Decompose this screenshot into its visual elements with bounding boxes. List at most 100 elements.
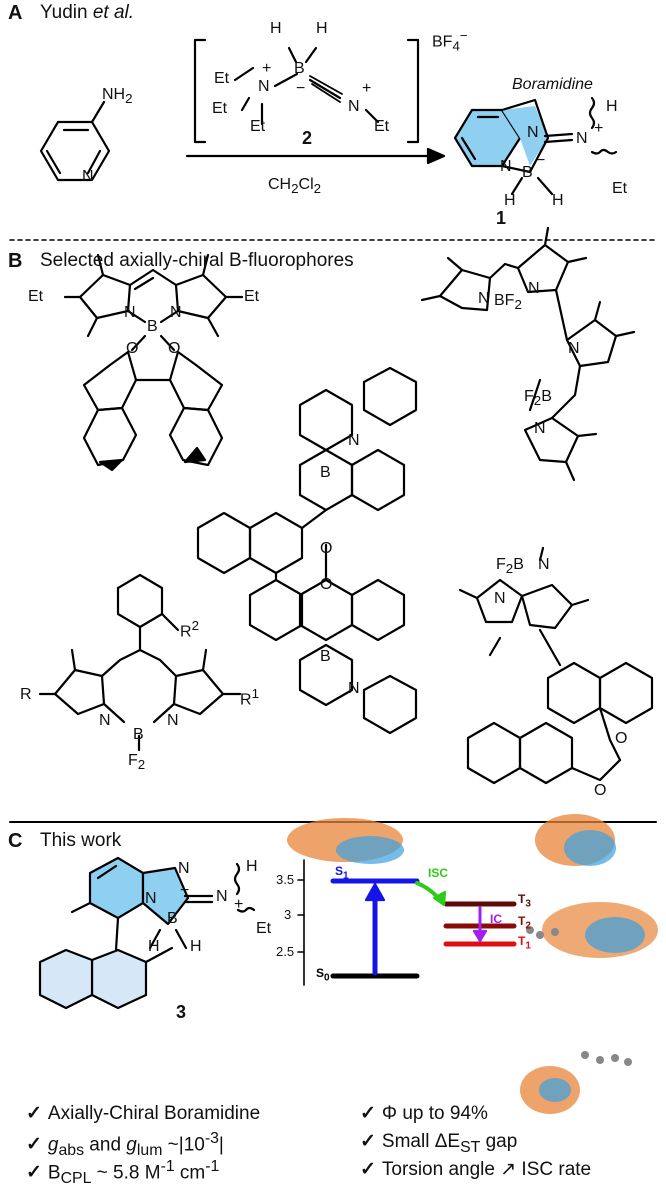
check-icon: ✓ — [360, 1103, 376, 1124]
c3-h-b1: H — [148, 938, 160, 955]
bullet-g-factors: ✓gabs and glum ~|10-3| — [26, 1130, 224, 1160]
product-number: 1 — [496, 208, 507, 228]
reaction-arrow — [185, 147, 446, 165]
ic-label: IC — [490, 912, 502, 926]
dimer-n3: N — [568, 340, 580, 357]
product-b-minus: − — [536, 152, 546, 169]
bullet-quantum-yield: ✓Φ up to 94% — [360, 1103, 488, 1124]
aminopyridine-structure — [39, 100, 111, 182]
tick-2-5: 2.5 — [276, 944, 295, 959]
meso-f2: F2 — [128, 752, 146, 773]
reagent-b-minus: − — [296, 80, 306, 97]
check-icon: ✓ — [26, 1134, 42, 1156]
c3-n-bridge: N — [145, 890, 157, 907]
reagent-number: 2 — [302, 128, 313, 148]
binol-et-right: Et — [244, 288, 260, 305]
dimer-f2b: F2B — [524, 388, 552, 409]
bodipy-binol-structure — [63, 253, 244, 472]
c3-n-ring: N — [178, 860, 190, 877]
orbital-renders — [287, 814, 658, 1114]
binaph-f2b: F2B — [496, 556, 524, 577]
bullet-torsion: ✓Torsion angle ↗ ISC rate — [360, 1159, 592, 1180]
product-et: Et — [612, 180, 628, 197]
t3-label: T3 — [518, 892, 531, 910]
c3-n-exo: N — [216, 888, 228, 905]
dimer-n2: N — [528, 280, 540, 297]
helicene-o-bottom: O — [320, 576, 333, 593]
product-n-exo: N — [576, 130, 588, 147]
binaph-o2: O — [594, 782, 607, 799]
solvent: CH2Cl2 — [268, 176, 322, 197]
isc-label: ISC — [428, 866, 449, 880]
meso-n-left: N — [99, 712, 111, 729]
panel-a-heading: Yudin et al. — [40, 2, 134, 24]
bullet-delta-est: ✓Small ΔEST gap — [360, 1131, 518, 1156]
bullet-axially-chiral: ✓Axially-Chiral Boramidine — [26, 1103, 261, 1124]
counterion: BF4− — [432, 28, 468, 54]
dimer-n1: N — [478, 290, 490, 307]
helicene-n-bottom: N — [348, 680, 360, 697]
nh2-label: NH2 — [102, 86, 133, 107]
reagent-h2: H — [316, 20, 328, 37]
reagent-n-plus: + — [262, 60, 272, 77]
c3-n-plus: + — [234, 896, 244, 913]
binaph-n2: N — [494, 590, 506, 607]
binol-o-right: O — [168, 340, 181, 357]
panel-c-heading: This work — [40, 830, 122, 851]
reagent-n2-plus: + — [362, 80, 372, 97]
meso-r: R — [20, 686, 32, 703]
jablonski-diagram — [297, 859, 517, 986]
dimer-bf2: BF2 — [494, 292, 522, 313]
meso-n-right: N — [167, 712, 179, 729]
reagent-n: N — [258, 78, 270, 95]
binol-n-left: N — [124, 304, 136, 321]
binaph-o1: O — [615, 730, 628, 747]
reagent-h1: H — [270, 20, 282, 37]
helicene-n-top: N — [348, 432, 360, 449]
pyridine-n: N — [82, 168, 94, 185]
c3-b: B — [167, 910, 178, 927]
c3-et: Et — [256, 920, 272, 937]
dimer-n4: N — [534, 420, 546, 437]
c3-h-n: H — [246, 858, 258, 875]
helicene-b-bottom: B — [320, 648, 331, 665]
reagent-2-structure — [193, 38, 420, 144]
binol-b: B — [147, 318, 158, 335]
s1-label: S1 — [335, 864, 349, 882]
tick-3: 3 — [284, 907, 292, 922]
panel-b-heading: Selected axially-chiral B-fluorophores — [40, 250, 354, 271]
helicene-o-top: O — [320, 540, 333, 557]
product-h-b2: H — [552, 192, 564, 209]
tick-3-5: 3.5 — [276, 872, 295, 887]
compound-3-structure — [38, 856, 256, 1010]
bodipy-dimer-structure — [420, 226, 636, 482]
reagent-n2: N — [348, 98, 360, 115]
binol-n-right: N — [170, 304, 182, 321]
compound-3-number: 3 — [176, 1002, 187, 1022]
reagent-et4: Et — [374, 118, 390, 135]
meso-r1: R1 — [240, 686, 259, 709]
product-b: B — [522, 164, 533, 181]
meso-aryl-bodipy-structure — [38, 573, 242, 752]
bullet-bcpl: ✓BCPL ~ 5.8 M-1 cm-1 — [26, 1158, 220, 1188]
panel-a-letter: A — [8, 2, 23, 24]
helicene-b-top: B — [320, 464, 331, 481]
product-h-n: H — [606, 98, 618, 115]
reagent-et1: Et — [214, 70, 230, 87]
t1-label: T1 — [518, 934, 531, 952]
s0-label: S0 — [316, 966, 330, 984]
boramidine-1-structure — [453, 96, 618, 196]
meso-r2: R2 — [180, 618, 199, 641]
bodipy-binaphthyl-structure — [458, 546, 654, 785]
product-h-b1: H — [504, 192, 516, 209]
product-name: Boramidine — [512, 76, 593, 93]
c3-h-b2: H — [190, 938, 202, 955]
product-n-ring: N — [527, 124, 539, 141]
product-n-bridge: N — [500, 158, 512, 175]
binaph-n1: N — [538, 556, 550, 573]
t2-label: T2 — [518, 914, 531, 932]
check-icon: ✓ — [360, 1131, 376, 1152]
check-icon: ✓ — [360, 1159, 376, 1180]
panel-b-letter: B — [8, 250, 23, 272]
